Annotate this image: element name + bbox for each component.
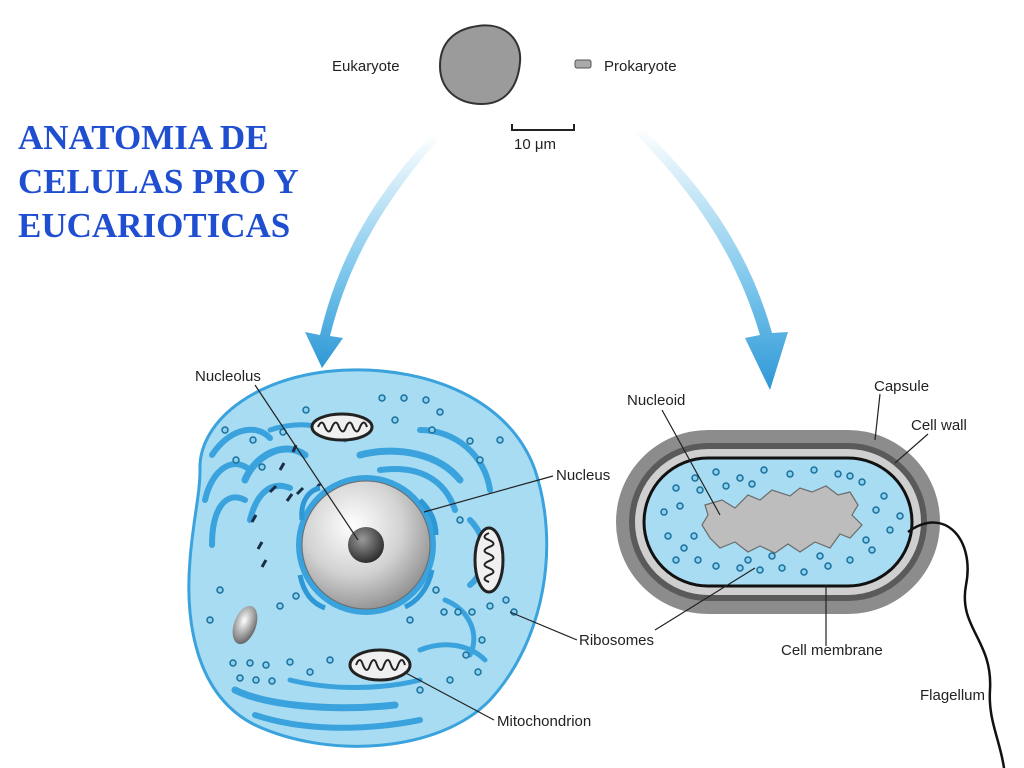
prokaryote-label: Prokaryote [604, 58, 677, 75]
vacuole [232, 605, 258, 645]
flagellum-label: Flagellum [920, 687, 985, 704]
eukaryote-size-blob [438, 24, 522, 106]
nucleolus-label: Nucleolus [195, 368, 261, 385]
nucleoid [701, 485, 863, 554]
ribosomes-label: Ribosomes [579, 632, 654, 649]
nucleolus [348, 527, 384, 563]
free-ribosomes [206, 394, 518, 694]
cell-membrane-label: Cell membrane [781, 642, 883, 659]
flagellum [907, 521, 1006, 768]
title-line-2: CELULAS PRO Y [18, 162, 299, 201]
rough-er-ribosomes [250, 444, 322, 568]
arrow-to-prokaryote [636, 128, 788, 390]
scale-bar-label: 10 μm [514, 136, 556, 153]
mitochondrion-label: Mitochondrion [497, 713, 591, 730]
mitochondrion [310, 412, 374, 442]
nucleus [296, 475, 439, 615]
title-line-1: ANATOMIA DE [18, 118, 269, 157]
title-line-3: EUCARIOTICAS [18, 206, 291, 245]
cell-wall-label: Cell wall [911, 417, 967, 434]
eukaryote-leader-lines [254, 384, 578, 721]
prokaryotic-cell: Nucleoid Capsule Cell wall Cell membrane… [616, 378, 1006, 768]
eukaryotic-cell: Nucleolus Nucleus Ribosomes Mitochondrio… [187, 368, 654, 748]
prokaryote-size-box [574, 59, 592, 69]
scale-bar [511, 124, 575, 131]
nucleoid-label: Nucleoid [627, 392, 685, 409]
prokaryote-ribosomes [660, 466, 904, 576]
nucleus-label: Nucleus [556, 467, 610, 484]
mitochondrion [348, 648, 412, 682]
page-title: ANATOMIA DE CELULAS PRO Y EUCARIOTICAS [18, 116, 358, 248]
prokaryote-leader-lines [654, 393, 929, 646]
eukaryote-label: Eukaryote [332, 58, 400, 75]
capsule-label: Capsule [874, 378, 929, 395]
size-comparison: Eukaryote Prokaryote 10 μm [332, 24, 677, 153]
mitochondrion [473, 526, 505, 594]
arrow-to-eukaryote [305, 134, 438, 368]
